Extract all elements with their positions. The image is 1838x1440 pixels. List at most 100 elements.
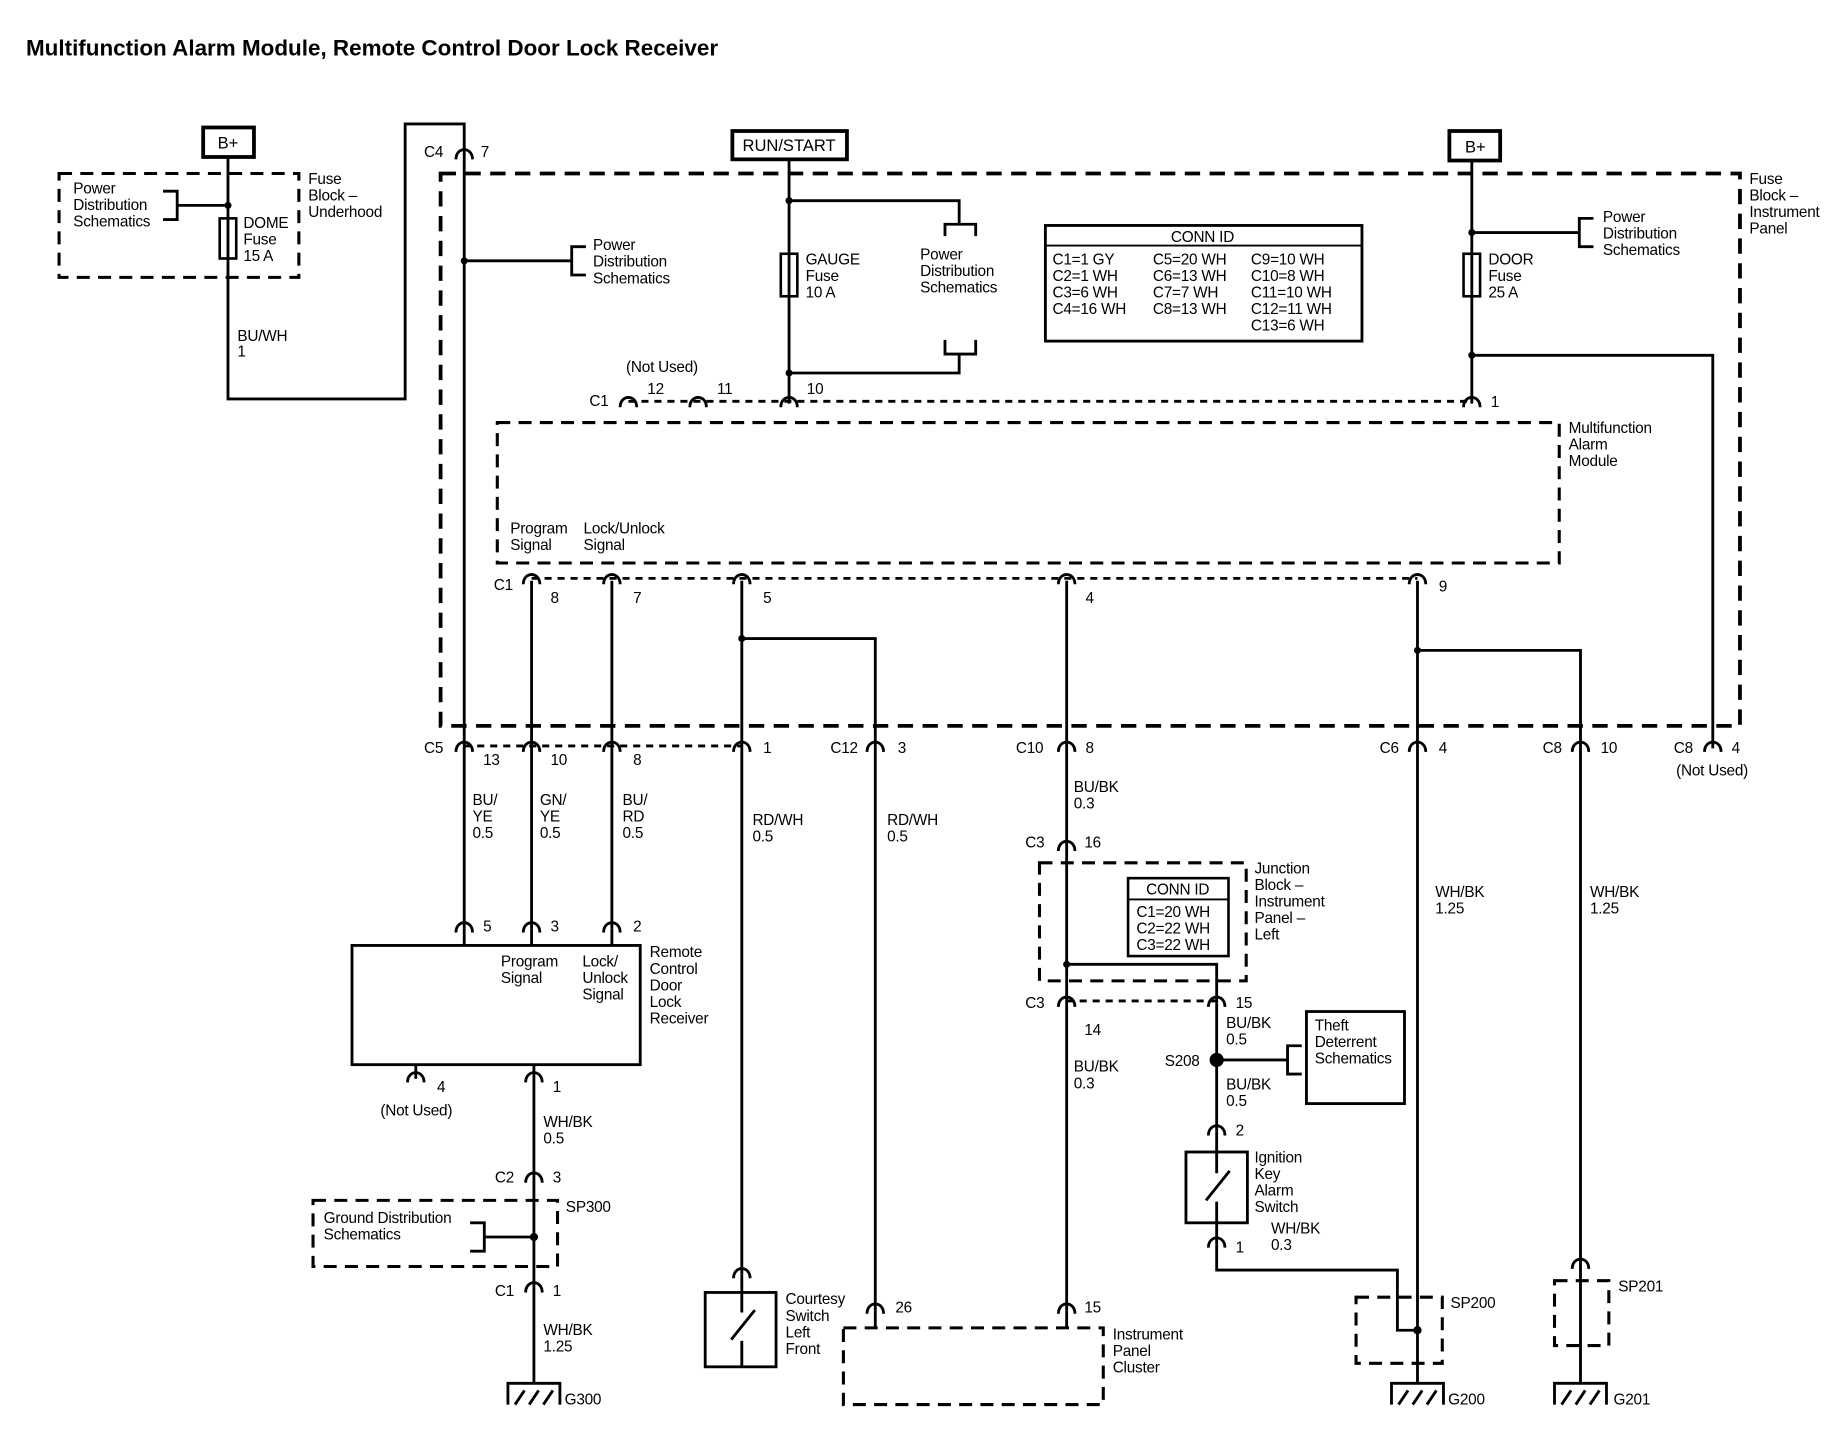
fuse-block-ip-name: Instrument [1749, 204, 1820, 221]
ground-g300-label: G300 [565, 1392, 602, 1409]
wire-gauge-label: 0.5 [540, 825, 561, 842]
theft-deterrent-label: Deterrent [1315, 1034, 1378, 1051]
theft-deterrent-label: Schematics [1315, 1050, 1393, 1067]
splice-sp300-label: SP300 [566, 1199, 611, 1216]
wire-run-start-branch-top [789, 199, 961, 225]
door-fuse-rating: 25 A [1488, 284, 1519, 301]
dome-fuse-rating: 15 A [243, 248, 274, 265]
splice-s208-dot [1209, 1052, 1224, 1068]
program-signal-label: Signal [510, 537, 551, 554]
splice-s208-label: S208 [1165, 1053, 1200, 1070]
splice-dot [1413, 646, 1422, 654]
wire-gauge-label: 1.25 [543, 1338, 572, 1355]
program-signal-label: Program [510, 521, 567, 538]
wire-color-label: WH/BK [543, 1114, 593, 1131]
connector-c12-label: C12 [830, 740, 857, 757]
alarm-module-name: Module [1569, 453, 1618, 470]
power-distribution-label: Power [593, 237, 635, 254]
wire-gauge-label: 0.5 [623, 825, 644, 842]
wire-gauge-label: 1.25 [1435, 901, 1464, 918]
switch-icon [1204, 1152, 1231, 1223]
bracket-icon [470, 1221, 486, 1253]
wire-gauge-label: 0.5 [1226, 1093, 1247, 1110]
connector-c1-label: C1 [495, 1283, 514, 1300]
receiver-name: Control [650, 961, 698, 978]
wire-color-label: BU/BK [1074, 779, 1120, 796]
wire-gauge-label: 0.3 [1074, 796, 1095, 813]
connector-pin: 2 [633, 918, 641, 935]
fuse-block-ip-name: Block – [1749, 188, 1798, 205]
lock-unlock-signal-label: Lock/Unlock [584, 521, 666, 538]
receiver-lock-unlock-label: Signal [582, 987, 623, 1004]
conn-id-entry: C10=8 WH [1251, 268, 1325, 285]
conn-id-entry: C12=11 WH [1251, 301, 1332, 318]
wire-color-label: BU/ [623, 792, 649, 809]
wire-color-label: BU/BK [1226, 1076, 1272, 1093]
run-start-box [730, 129, 849, 162]
door-fuse-icon [1462, 252, 1482, 298]
connector-pin: 9 [1439, 578, 1447, 595]
connector-pin: 5 [483, 918, 491, 935]
connector-pin: 15 [1084, 1300, 1101, 1317]
bracket-icon [163, 189, 228, 221]
wire-receiver-stubs [462, 928, 614, 946]
splice-dot [785, 197, 793, 205]
connector-c3-label: C3 [1025, 834, 1044, 851]
theft-deterrent-box [1305, 1010, 1406, 1106]
connector-c1-label: C1 [494, 577, 513, 594]
cluster-name: Cluster [1113, 1360, 1160, 1377]
power-distribution-label: Distribution [1603, 225, 1677, 242]
connector-c1-label: C1 [589, 393, 608, 410]
ground-distribution-label: Schematics [324, 1226, 402, 1243]
ignition-switch-label: Switch [1254, 1199, 1298, 1216]
wire-c1-9-to-g201 [1417, 648, 1582, 1384]
door-fuse-label: DOOR [1488, 251, 1533, 268]
connector-pin: 14 [1084, 1022, 1101, 1039]
conn-id-entry: C1=1 GY [1052, 251, 1114, 268]
bracket-icon [1577, 216, 1594, 249]
power-distribution-label: Distribution [73, 197, 147, 214]
splice-sp300-dot [529, 1232, 539, 1242]
multifunction-alarm-module-outline [495, 421, 1561, 565]
splice-sp201-label: SP201 [1618, 1278, 1663, 1295]
splice-dot [460, 257, 468, 265]
gauge-fuse-label: GAUGE [806, 251, 860, 268]
wire-gauge-label: 0.3 [1271, 1237, 1292, 1254]
instrument-panel-cluster-outline [841, 1326, 1105, 1407]
conn-id-entry: C8=13 WH [1153, 301, 1227, 318]
ignition-switch-label: Alarm [1254, 1183, 1293, 1200]
page-title: Multifunction Alarm Module, Remote Contr… [26, 35, 718, 60]
conn-id-entry: C1=20 WH [1136, 904, 1210, 921]
receiver-name: Receiver [650, 1010, 709, 1027]
dome-fuse-label: DOME [243, 215, 288, 232]
connector-pin: 4 [1086, 590, 1095, 607]
receiver-program-signal-label: Program [501, 954, 558, 971]
fuse-block-ip-name: Fuse [1749, 171, 1782, 188]
conn-id-entry: C5=20 WH [1153, 251, 1227, 268]
connector-pin: 11 [717, 381, 732, 398]
not-used-note: (Not Used) [626, 359, 698, 376]
connector-c4-label: C4 [424, 144, 444, 161]
junction-block-name: Instrument [1254, 893, 1325, 910]
wire-color-label: WH/BK [543, 1322, 593, 1339]
connector-pin: 4 [1439, 740, 1448, 757]
dome-fuse-label: Fuse [243, 231, 276, 248]
run-start-label: RUN/START [743, 136, 836, 155]
connector-pin: 1 [1236, 1239, 1244, 1256]
courtesy-switch-label: Left [786, 1324, 812, 1341]
wire-color-label: BU/BK [1074, 1059, 1120, 1076]
b-plus-left-label: B+ [218, 134, 239, 153]
cluster-name: Panel [1113, 1343, 1151, 1360]
ground-g200-icon [1390, 1381, 1445, 1406]
dome-fuse-icon [218, 217, 238, 260]
cluster-name: Instrument [1113, 1327, 1184, 1344]
wire-cluster-stubs [873, 1310, 1069, 1328]
connector-pin: 7 [633, 590, 641, 607]
splice-sp200-label: SP200 [1451, 1295, 1496, 1312]
conn-id-entry: C7=7 WH [1153, 284, 1218, 301]
connector-pin: 12 [647, 381, 664, 398]
wires [226, 122, 1715, 1384]
junction-block-name: Panel – [1254, 910, 1305, 927]
connector-pin: 8 [633, 752, 641, 769]
